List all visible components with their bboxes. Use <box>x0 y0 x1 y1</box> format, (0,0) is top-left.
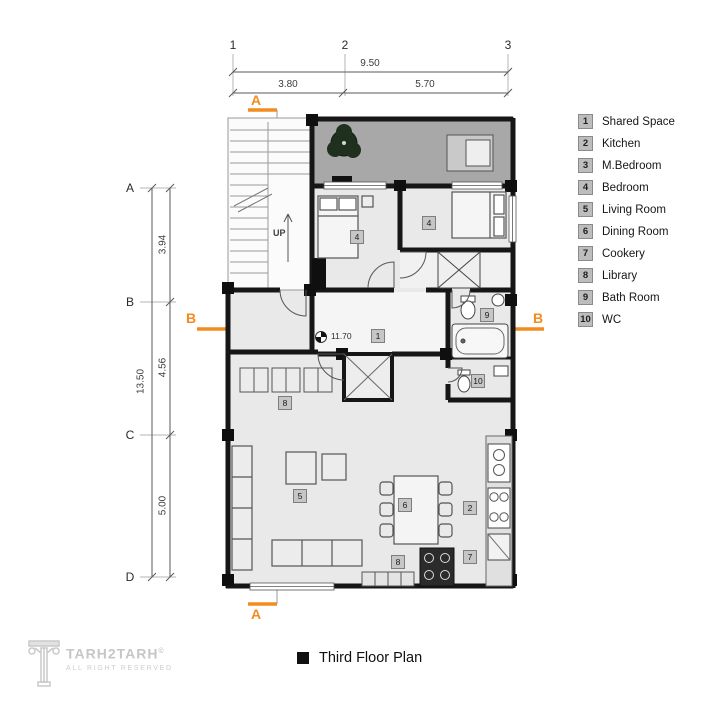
legend-chip: 6 <box>578 224 593 239</box>
grid-col-3: 3 <box>504 38 512 52</box>
dim-left-total: 13.50 <box>135 368 147 395</box>
legend-chip: 7 <box>578 246 593 261</box>
title-square-icon <box>297 652 309 664</box>
legend-chip: 1 <box>578 114 593 129</box>
room-marker-bedroom-left: 4 <box>350 230 364 244</box>
tree-icon <box>342 141 346 145</box>
kitchen-fixtures <box>419 435 513 587</box>
room-marker-bathroom: 9 <box>480 308 494 322</box>
legend-label: Cookery <box>602 247 645 260</box>
grid-col-2: 2 <box>341 38 349 52</box>
legend-label: Library <box>602 269 638 282</box>
legend-label: Bedroom <box>602 181 649 194</box>
room-marker-library-top: 8 <box>278 396 292 410</box>
grid-row-b: B <box>125 295 134 309</box>
grid-row-c: C <box>125 428 135 442</box>
legend-label: Kitchen <box>602 137 641 150</box>
dim-seg-bc: 4.56 <box>157 357 169 378</box>
legend-item-cookery: 7 Cookery <box>578 246 675 261</box>
copyright-symbol: © <box>158 648 165 655</box>
legend-chip: 5 <box>578 202 593 217</box>
stairs <box>230 122 310 288</box>
doors <box>279 251 471 383</box>
elevator <box>342 352 394 402</box>
room-marker-bedroom-right: 4 <box>422 216 436 230</box>
bedroom-furniture <box>317 191 507 289</box>
level-marker <box>315 331 327 343</box>
legend: 1 Shared Space 2 Kitchen 3 M.Bedroom 4 B… <box>578 114 675 327</box>
room-marker-living: 5 <box>293 489 307 503</box>
section-a-bottom: A <box>250 606 262 622</box>
room-marker-wc: 10 <box>471 374 485 388</box>
grid-col-1: 1 <box>229 38 237 52</box>
legend-label: M.Bedroom <box>602 159 662 172</box>
wc-fixtures <box>457 365 509 393</box>
room-marker-kitchen: 2 <box>463 501 477 515</box>
legend-item-bath-room: 9 Bath Room <box>578 290 675 305</box>
legend-item-bedroom: 4 Bedroom <box>578 180 675 195</box>
legend-item-wc: 10 WC <box>578 312 675 327</box>
section-b-right: B <box>532 310 544 326</box>
column-logo-icon <box>28 640 60 687</box>
up-label: UP <box>273 228 286 238</box>
legend-label: Shared Space <box>602 115 675 128</box>
dining-furniture <box>379 475 453 545</box>
legend-chip: 2 <box>578 136 593 151</box>
legend-item-m-bedroom: 3 M.Bedroom <box>578 158 675 173</box>
watermark-brand: TARH2TARH© <box>66 645 173 661</box>
watermark-tagline: ALL RIGHT RESERVED <box>66 664 173 672</box>
legend-item-shared-space: 1 Shared Space <box>578 114 675 129</box>
level-value: 11.70 <box>331 331 352 341</box>
title-text: Third Floor Plan <box>319 650 423 666</box>
room-marker-dining: 6 <box>398 498 412 512</box>
section-b-left: B <box>185 310 197 326</box>
section-a-top: A <box>250 92 262 108</box>
legend-label: Living Room <box>602 203 666 216</box>
watermark: TARH2TARH© ALL RIGHT RESERVED <box>26 637 173 672</box>
legend-item-dining-room: 6 Dining Room <box>578 224 675 239</box>
plan-title: Third Floor Plan <box>297 650 422 666</box>
grid-lines <box>140 54 509 578</box>
legend-label: WC <box>602 313 622 326</box>
legend-label: Dining Room <box>602 225 669 238</box>
legend-item-kitchen: 2 Kitchen <box>578 136 675 151</box>
dim-top-left: 3.80 <box>278 79 298 90</box>
library-shelves <box>239 367 415 587</box>
windows <box>249 181 517 591</box>
grid-row-d: D <box>125 570 135 584</box>
dim-seg-cd: 5.00 <box>157 495 169 516</box>
watermark-brand-text: TARH2TARH <box>66 645 159 662</box>
section-cut-marks <box>197 108 544 606</box>
legend-item-living-room: 5 Living Room <box>578 202 675 217</box>
legend-chip: 9 <box>578 290 593 305</box>
room-marker-cookery: 7 <box>463 550 477 564</box>
dim-seg-ab: 3.94 <box>157 234 169 255</box>
bath-fixtures <box>451 293 509 359</box>
legend-chip: 10 <box>578 312 593 327</box>
legend-chip: 4 <box>578 180 593 195</box>
terrace <box>327 124 494 186</box>
living-furniture <box>231 445 363 571</box>
legend-chip: 3 <box>578 158 593 173</box>
legend-chip: 8 <box>578 268 593 283</box>
room-marker-shared-space: 1 <box>371 329 385 343</box>
grid-row-a: A <box>125 181 134 195</box>
legend-item-library: 8 Library <box>578 268 675 283</box>
room-marker-library-bottom: 8 <box>391 555 405 569</box>
dim-top-right: 5.70 <box>415 79 435 90</box>
legend-label: Bath Room <box>602 291 660 304</box>
dimension-lines <box>147 67 513 582</box>
dim-top-total: 9.50 <box>360 58 380 69</box>
